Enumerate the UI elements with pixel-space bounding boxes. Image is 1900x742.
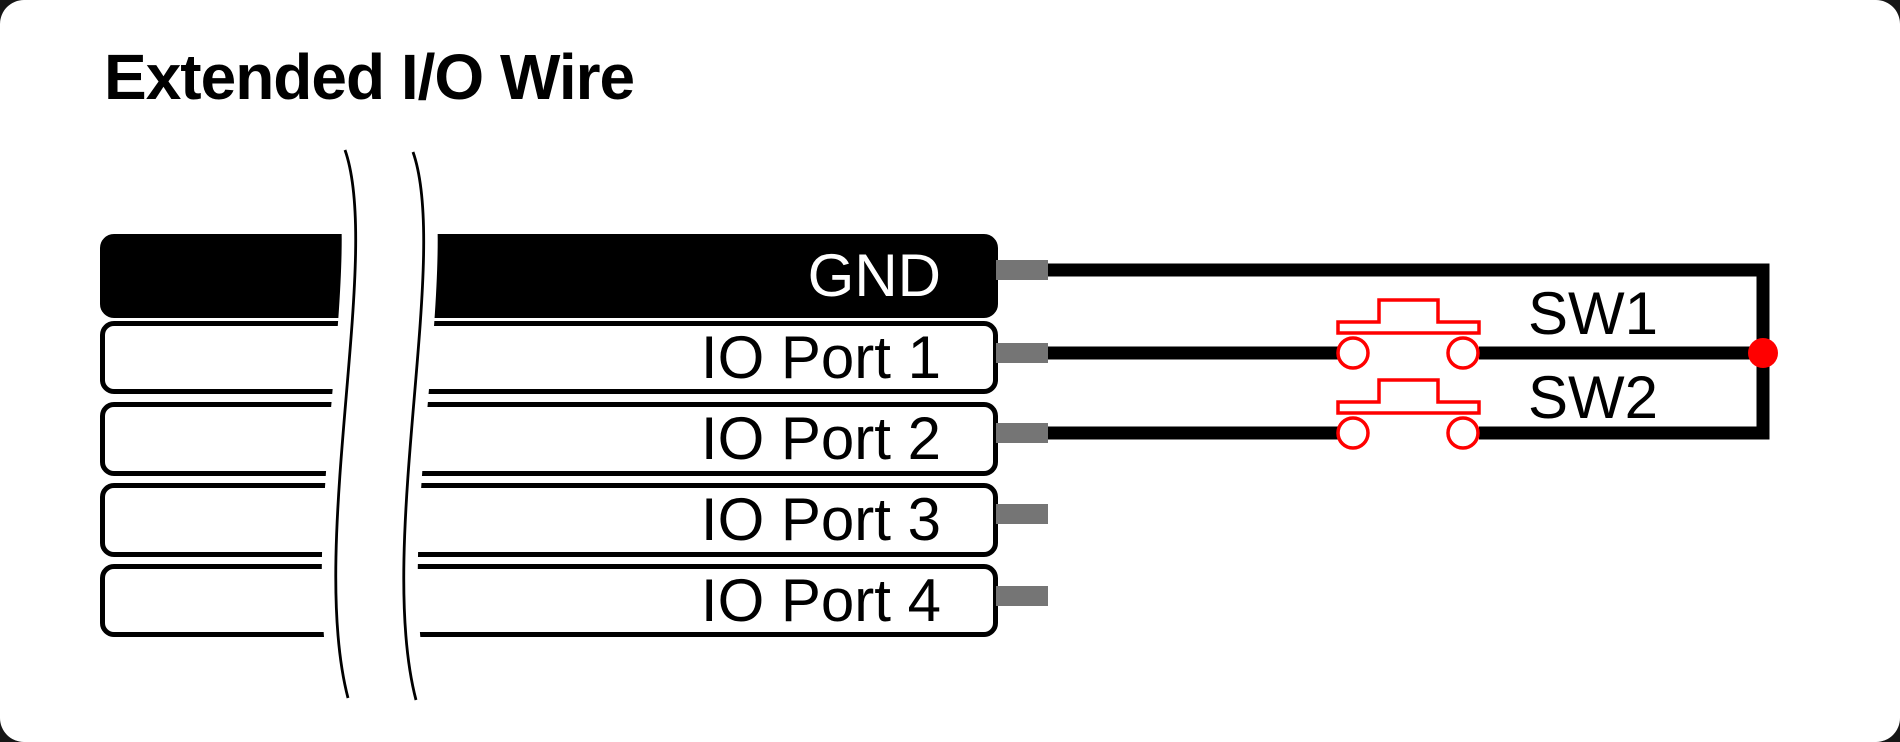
pin-label-io1: IO Port 1 xyxy=(700,323,941,391)
junction-dot xyxy=(1748,338,1778,368)
wire-break-line-left xyxy=(334,149,358,699)
pin-label-gnd: GND xyxy=(807,242,941,309)
pin-stub-io4 xyxy=(996,586,1048,606)
connector-pin-io2-band: IO Port 2 xyxy=(100,402,998,476)
push-button-switch-sw2-icon xyxy=(1336,378,1481,450)
pin-stub-gnd xyxy=(996,260,1048,280)
sw2-terminal-left xyxy=(1336,416,1370,450)
sw2-terminal-right xyxy=(1446,416,1480,450)
wire-break-line-right xyxy=(402,151,426,701)
switch-label-sw2: SW2 xyxy=(1528,364,1659,431)
page-title: Extended I/O Wire xyxy=(104,41,635,113)
wire-break-mask xyxy=(321,134,438,711)
pin-stub-io2 xyxy=(996,423,1048,443)
connector-pin-io3-band: IO Port 3 xyxy=(100,483,998,557)
pin-stub-io1 xyxy=(996,343,1048,363)
pin-label-io2: IO Port 2 xyxy=(700,405,941,472)
pin-label-io3: IO Port 3 xyxy=(700,486,941,553)
connector-pin-gnd-band: GND xyxy=(100,234,998,318)
connector-pin-io4-band: IO Port 4 xyxy=(100,564,998,637)
pin-stub-io3 xyxy=(996,504,1048,524)
connector-pin-io1-band: IO Port 1 xyxy=(100,321,998,394)
sw1-terminal-left xyxy=(1336,336,1370,370)
sw2-button-cap xyxy=(1336,378,1481,415)
pin-label-io4: IO Port 4 xyxy=(700,566,941,634)
push-button-switch-sw1-icon xyxy=(1336,298,1481,370)
switch-label-sw1: SW1 xyxy=(1528,280,1659,347)
sw1-terminal-right xyxy=(1446,336,1480,370)
sw1-button-cap xyxy=(1336,298,1481,335)
